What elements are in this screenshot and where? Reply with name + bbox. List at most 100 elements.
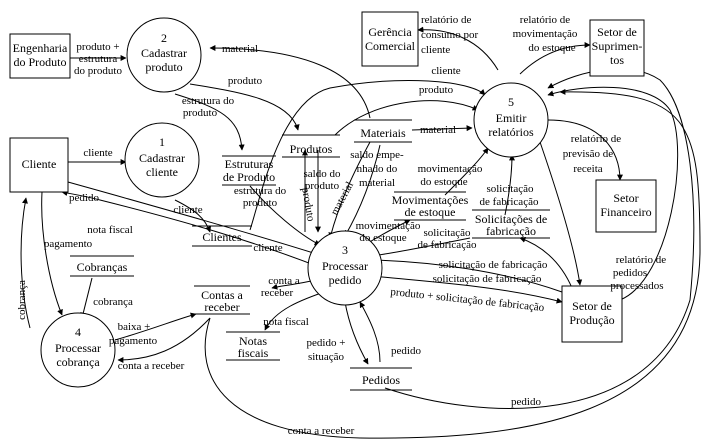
- entity-label: Cliente: [22, 157, 57, 171]
- entity-cliente: Cliente: [9, 137, 69, 193]
- flow-label: relatório de: [520, 14, 571, 26]
- entity-label: Setor de: [597, 25, 637, 39]
- flow-label: do estoque: [359, 232, 406, 244]
- flow-label: conta a: [268, 275, 300, 287]
- flow-label: do produto: [74, 65, 122, 77]
- flow-label: solicitação: [423, 227, 471, 239]
- store-label: Clientes: [202, 230, 242, 244]
- flow-label: pagamento: [44, 238, 93, 250]
- processes: 1 Cadastrar cliente 2 Cadastrar produto …: [40, 17, 549, 388]
- flow-label: movimentação: [418, 163, 483, 175]
- entity-label: Produção: [569, 313, 614, 327]
- store-label: Notas: [239, 334, 267, 348]
- process-label: Cadastrar: [141, 46, 187, 60]
- process-number: 5: [508, 95, 514, 109]
- flow-label: saldo empe-: [350, 149, 404, 161]
- flow-label: material: [222, 43, 258, 55]
- flow-label: material: [420, 124, 456, 136]
- flow-label: produto: [305, 180, 340, 192]
- flow-label: produto +: [76, 41, 119, 53]
- entity-label: Engenharia: [13, 41, 68, 55]
- store-estruturas: Estruturas de Produto: [222, 155, 276, 186]
- flow-label: cliente: [421, 44, 450, 56]
- flow-label: consumo por: [421, 29, 478, 41]
- store-label: Movimentações: [392, 193, 469, 207]
- flow-label: produto: [228, 75, 263, 87]
- external-entities: Engenharia do Produto Cliente Gerência C…: [9, 11, 657, 343]
- store-label: Pedidos: [362, 373, 400, 387]
- store-label: receber: [204, 300, 239, 314]
- process-label: pedido: [329, 273, 362, 287]
- store-contas: Contas a receber: [194, 285, 250, 315]
- flow-label: de fabricação: [480, 196, 539, 208]
- process-p5: 5 Emitir relatórios: [473, 82, 549, 158]
- entity-gerencia: Gerência Comercial: [361, 11, 419, 67]
- flow-label: produto: [299, 187, 317, 223]
- entity-label: Comercial: [365, 39, 416, 53]
- flow-label: solicitação de fabricação: [433, 273, 542, 285]
- flow-label: cobrança: [93, 296, 133, 308]
- flow-label: cliente: [431, 65, 460, 77]
- flow-label: do estoque: [420, 176, 467, 188]
- flow-label: saldo do: [304, 168, 341, 180]
- flow-label: pedido +: [307, 337, 346, 349]
- flow-label: processados: [610, 280, 663, 292]
- flow-label: estrutura do: [182, 95, 235, 107]
- store-produtos: Produtos: [282, 134, 340, 158]
- entity-financeiro: Setor Financeiro: [595, 179, 657, 233]
- flow-label: produto: [243, 197, 278, 209]
- flow-label: material: [359, 177, 395, 189]
- flow-label: cliente: [83, 147, 112, 159]
- store-label: Produtos: [290, 142, 333, 156]
- flow-label: cobrança: [16, 280, 28, 320]
- flow-label: solicitação de fabricação: [439, 259, 548, 271]
- process-label: cobrança: [56, 355, 100, 369]
- flow-label: pedido: [391, 345, 421, 357]
- flow-label: conta a receber: [288, 425, 355, 437]
- store-label: Solicitações de: [475, 212, 547, 226]
- process-label: relatórios: [488, 125, 534, 139]
- flow-label: produto: [419, 84, 454, 96]
- store-clientes: Clientes: [192, 225, 252, 247]
- process-p4: 4 Processar cobrança: [40, 312, 116, 388]
- flow-label: movimentação: [356, 220, 421, 232]
- flow-label: pagamento: [109, 335, 158, 347]
- entity-engenharia: Engenharia do Produto: [9, 33, 71, 79]
- flow-label: pedido: [69, 192, 99, 204]
- store-label: Estruturas: [225, 157, 274, 171]
- flow-label: relatório de: [421, 14, 472, 26]
- store-movimentacoes: Movimentações de estoque: [392, 191, 469, 221]
- process-number: 1: [159, 135, 165, 149]
- store-pedidos: Pedidos: [350, 367, 412, 391]
- entity-label: Setor: [613, 191, 638, 205]
- flow-label: receita: [573, 163, 602, 175]
- entity-suprimentos: Setor de Suprimen- tos: [589, 19, 645, 77]
- entity-label: Gerência: [368, 25, 412, 39]
- store-label: fabricação: [486, 224, 536, 238]
- process-number: 2: [161, 31, 167, 45]
- flow-label: do estoque: [528, 42, 575, 54]
- process-label: Emitir: [496, 111, 527, 125]
- entity-label: Financeiro: [600, 205, 651, 219]
- flow-label: baixa +: [118, 321, 151, 333]
- process-label: Processar: [322, 259, 368, 273]
- flow-label: estrutura do: [234, 185, 287, 197]
- store-label: de estoque: [405, 205, 456, 219]
- flow-label: produto: [183, 107, 218, 119]
- flow-label: produto + solicitação de fabricação: [390, 286, 546, 314]
- flow-label: relatório de: [571, 133, 622, 145]
- process-p3: 3 Processar pedido: [307, 230, 383, 306]
- data-stores: Estruturas de Produto Produtos Materiais…: [70, 119, 550, 391]
- entity-label: do Produto: [13, 55, 66, 69]
- store-materiais: Materiais: [354, 119, 412, 143]
- store-cobrancas: Cobranças: [70, 255, 134, 277]
- process-label: produto: [145, 60, 182, 74]
- entity-label: Setor de: [572, 299, 612, 313]
- process-p1: 1 Cadastrar cliente: [124, 122, 200, 198]
- flow-label: situação: [308, 351, 345, 363]
- flow-label: cliente: [173, 204, 202, 216]
- store-label: Contas a: [201, 288, 243, 302]
- entity-producao: Setor de Produção: [561, 285, 623, 343]
- flow-label: pedidos: [613, 267, 647, 279]
